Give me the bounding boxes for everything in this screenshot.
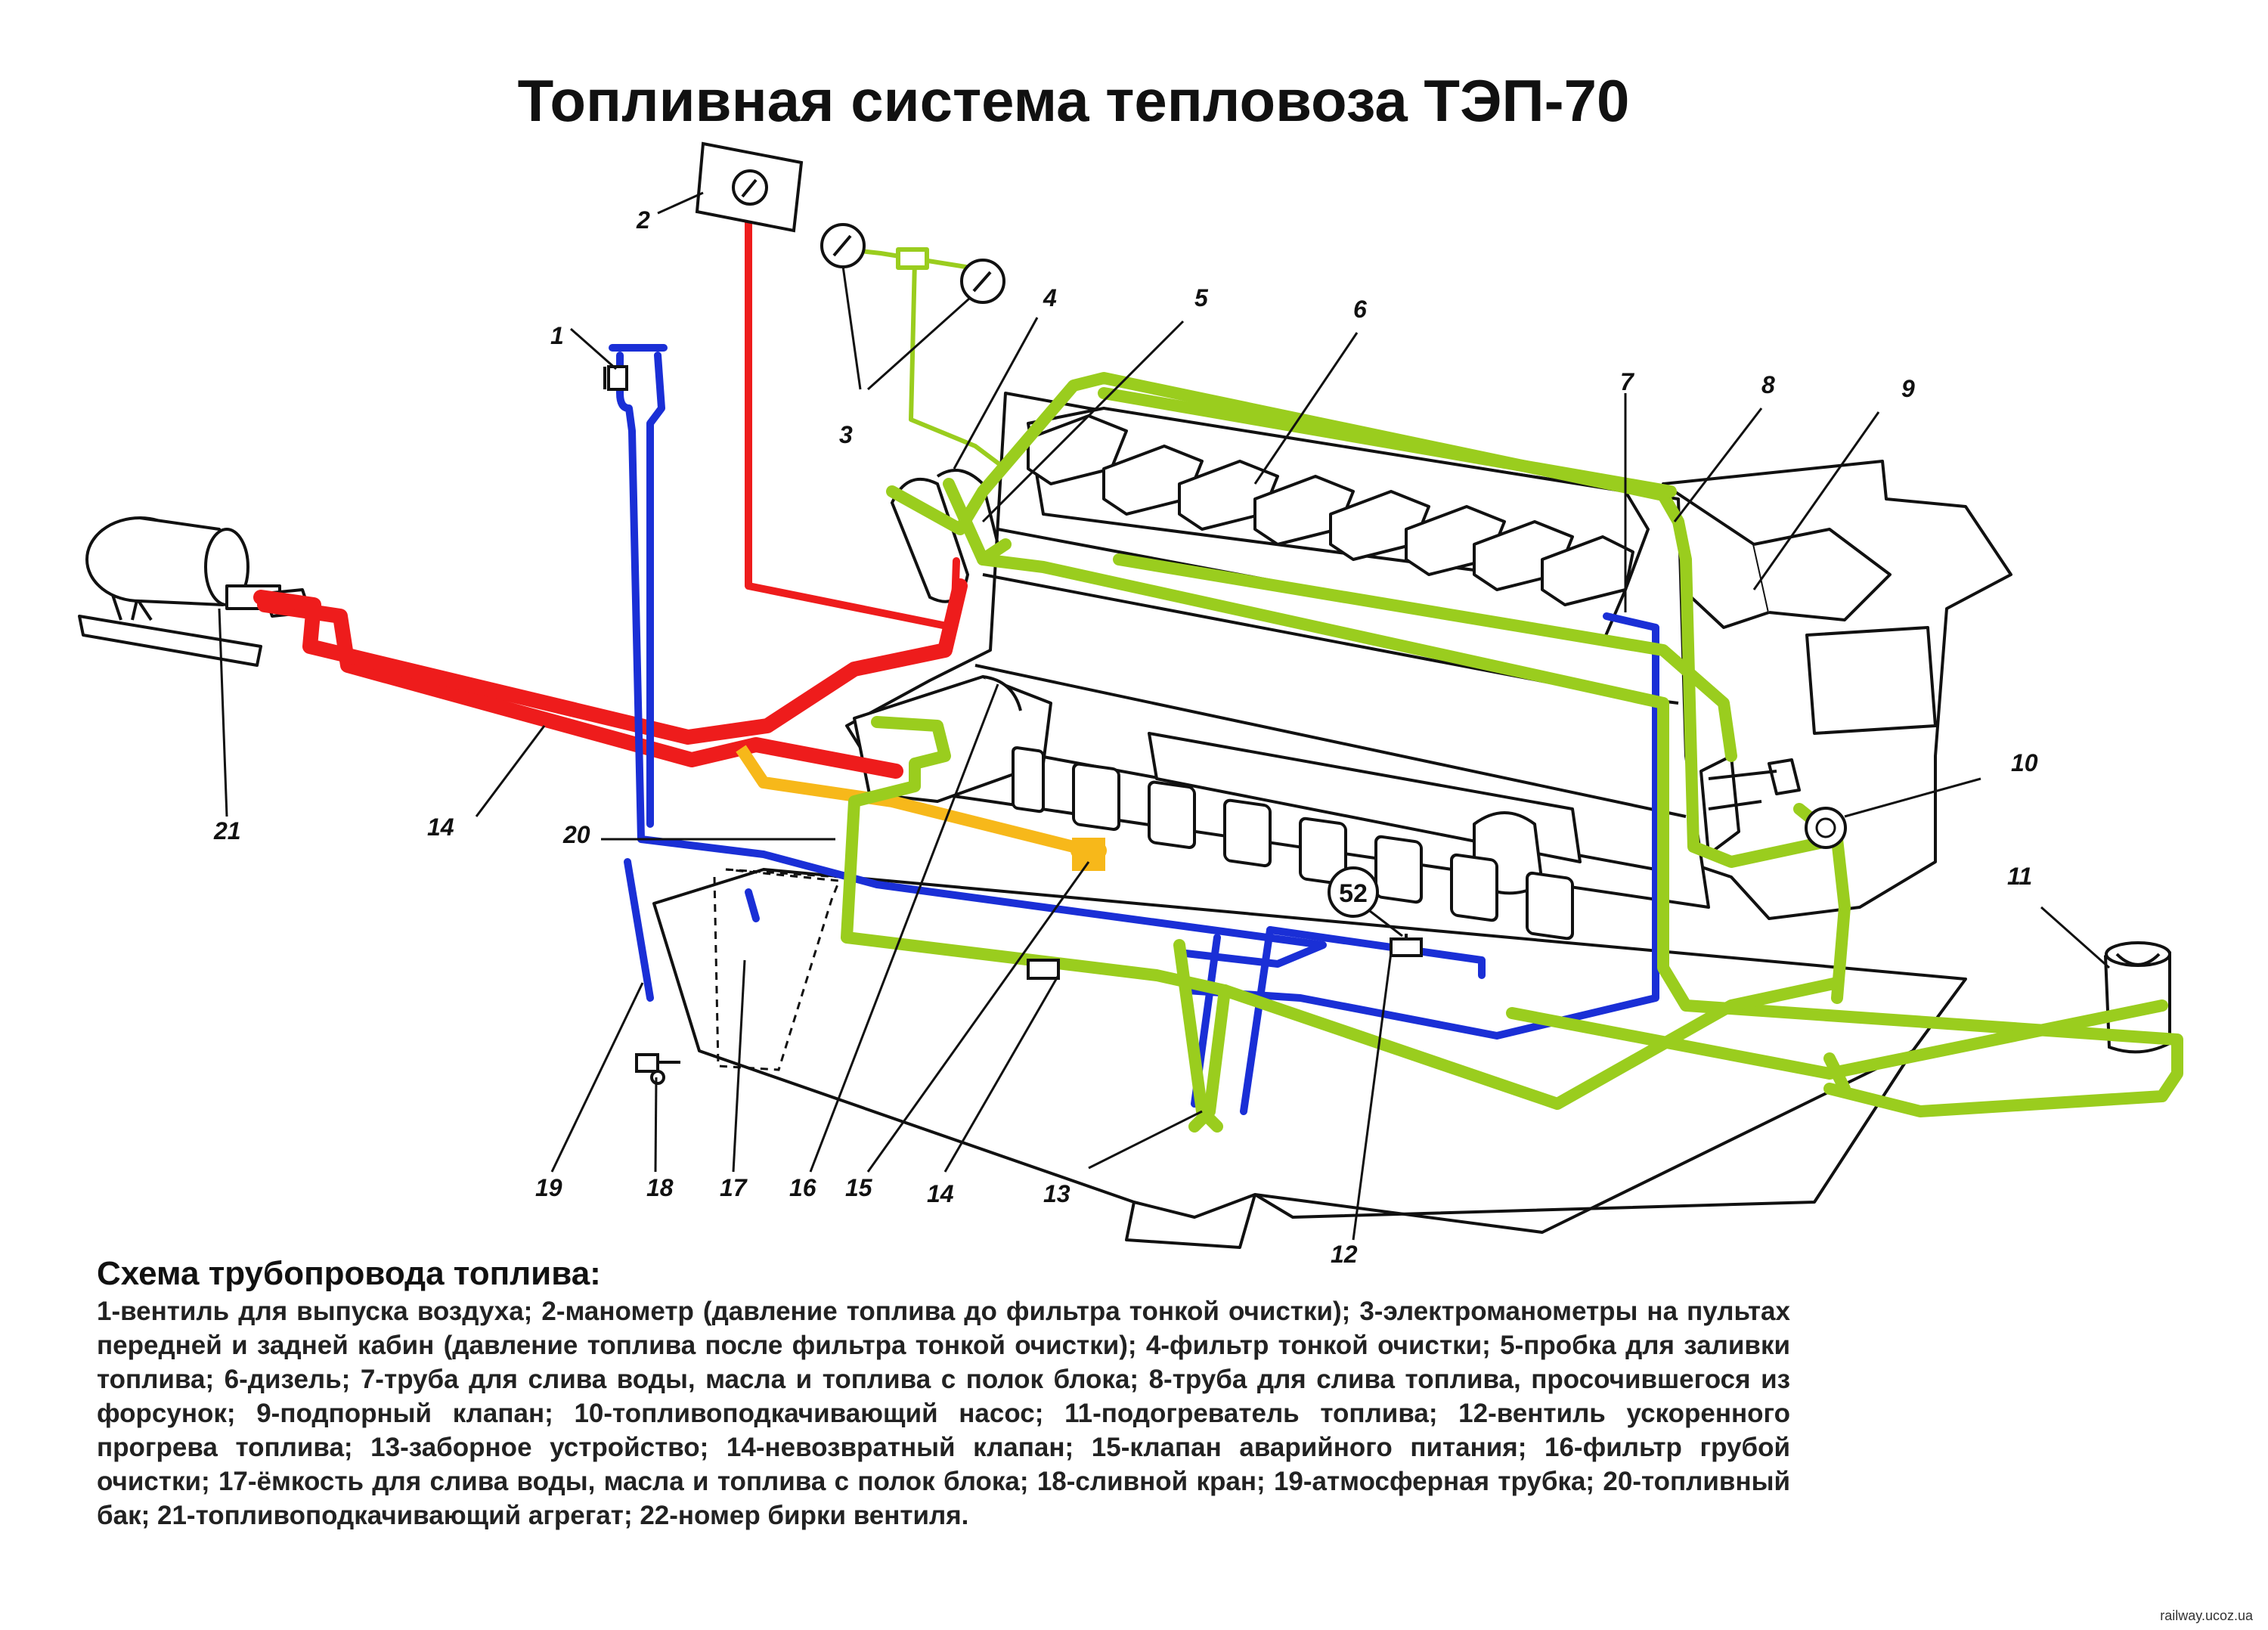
callout-9: 9 (1901, 375, 1915, 402)
callout-13: 13 (1043, 1180, 1070, 1207)
callout-2: 2 (636, 206, 650, 234)
legend-text: 1-вентиль для выпуска воздуха; 2-маномет… (97, 1297, 1790, 1530)
valve-tag-label: 52 (1339, 879, 1368, 908)
callout-14-upper: 14 (427, 813, 454, 841)
callout-14-lower: 14 (927, 1180, 954, 1207)
fuel-pump-icon (1805, 807, 1847, 849)
valve-tag: 52 (1328, 866, 1403, 937)
callout-19: 19 (535, 1174, 562, 1201)
callout-3: 3 (839, 421, 853, 448)
fuel-heater (2103, 941, 2171, 1054)
drain-tap-icon (635, 1053, 680, 1085)
warm-up-valve-icon (1390, 934, 1423, 957)
emergency-valve (1070, 838, 1107, 871)
electro-manometer-2-icon (960, 259, 1005, 304)
legend-title: Схема трубопровода топлива: (97, 1255, 601, 1292)
pipe-blue (609, 344, 1659, 1115)
callout-21: 21 (213, 817, 241, 844)
crankcase-hatches (1012, 746, 1574, 941)
callout-18: 18 (646, 1174, 674, 1201)
pipe-red (253, 200, 968, 779)
callout-15: 15 (845, 1174, 873, 1201)
air-release-valve-icon (603, 365, 628, 391)
diagram-title: Топливная система тепловоза ТЭП-70 (517, 67, 1630, 134)
callout-17: 17 (720, 1174, 748, 1201)
callout-6: 6 (1353, 296, 1367, 323)
callout-7: 7 (1620, 368, 1635, 395)
callout-1: 1 (550, 322, 564, 349)
fuel-pump-unit (78, 516, 311, 667)
callout-20: 20 (562, 821, 590, 848)
callout-11: 11 (2007, 863, 2032, 890)
callout-5: 5 (1194, 284, 1209, 311)
pressure-gauge-panel (695, 141, 804, 233)
watermark: railway.ucoz.ua (2160, 1608, 2253, 1623)
callout-8: 8 (1761, 371, 1775, 398)
cylinder-head-covers (1027, 414, 1634, 606)
electro-manometer-1-icon (820, 223, 866, 268)
callout-4: 4 (1043, 284, 1057, 311)
callout-16: 16 (789, 1174, 816, 1201)
check-valve-icon (1027, 959, 1060, 980)
fuel-system-diagram: 1 2 3 4 5 6 7 8 9 10 11 12 13 14 14 15 1… (78, 141, 2183, 1268)
pipe-yellow (736, 745, 1075, 853)
callout-12: 12 (1331, 1241, 1358, 1268)
leader-lines (218, 191, 2110, 1241)
drain-container (713, 868, 841, 1071)
callout-10: 10 (2011, 749, 2038, 776)
